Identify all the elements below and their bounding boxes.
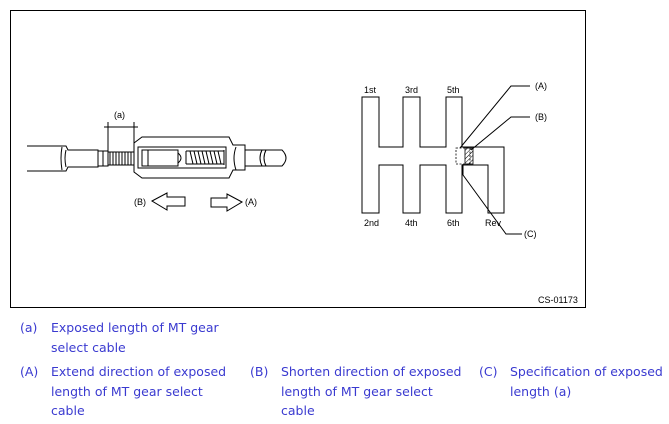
figure-code: CS-01173 [538,295,578,305]
legend-text: Specification of exposed length (a) [510,362,663,401]
legend-item-a-lower: (a) Exposed length of MT gear select cab… [20,318,250,358]
legend-key: (a) [20,320,38,335]
legend-line: Extend direction of exposed [51,364,227,379]
gear-2nd: 2nd [364,218,379,228]
gear-6th: 6th [447,218,460,228]
legend-line: Shorten direction of exposed [281,364,462,379]
legend-text: Extend direction of exposed length of MT… [51,362,226,421]
cable-assembly [27,136,287,179]
shift-callout-c: (C) [524,229,537,239]
gear-rev: Rev [485,218,502,228]
legend-line: Specification of exposed [510,364,663,379]
legend-line: select cable [51,339,126,355]
legend-text: Shorten direction of exposed length of M… [281,362,462,421]
legend-line: Exposed length of MT gear [51,320,219,335]
legend-line: length of MT gear select [51,383,203,399]
dimension-a-label: (a) [114,110,125,120]
legend-key: (C) [479,364,498,379]
legend-line: length of MT gear select [281,383,433,399]
spec-hatch [464,147,474,165]
gear-5th: 5th [447,85,460,95]
legend-item-c: (C) Specification of exposed length (a) [479,362,667,402]
leader-lines [459,85,530,235]
gear-4th: 4th [405,218,418,228]
legend-item-b: (B) Shorten direction of exposed length … [250,362,472,422]
gear-1st: 1st [364,85,377,95]
legend-key: (A) [20,364,39,379]
legend-line: cable [51,403,85,418]
legend-text: Exposed length of MT gear select cable [51,318,219,357]
figure-frame [10,10,586,308]
shift-callout-a: (A) [535,81,547,91]
cable-diagram: (a) (B) (A) (A) (B) (C) 1st 3rd 5th 2nd … [10,10,586,308]
extend-arrow-label: (A) [245,197,257,207]
legend-item-a-upper: (A) Extend direction of exposed length o… [20,362,246,422]
shift-pattern [361,96,505,214]
shorten-arrow [150,192,186,211]
legend-key: (B) [250,364,269,379]
shorten-arrow-label: (B) [134,197,146,207]
extend-arrow [210,193,244,212]
legend-line: length (a) [510,383,572,399]
legend-line: cable [281,403,315,418]
gear-3rd: 3rd [405,85,418,95]
dimension-a [104,122,138,151]
shift-callout-b: (B) [535,112,547,122]
